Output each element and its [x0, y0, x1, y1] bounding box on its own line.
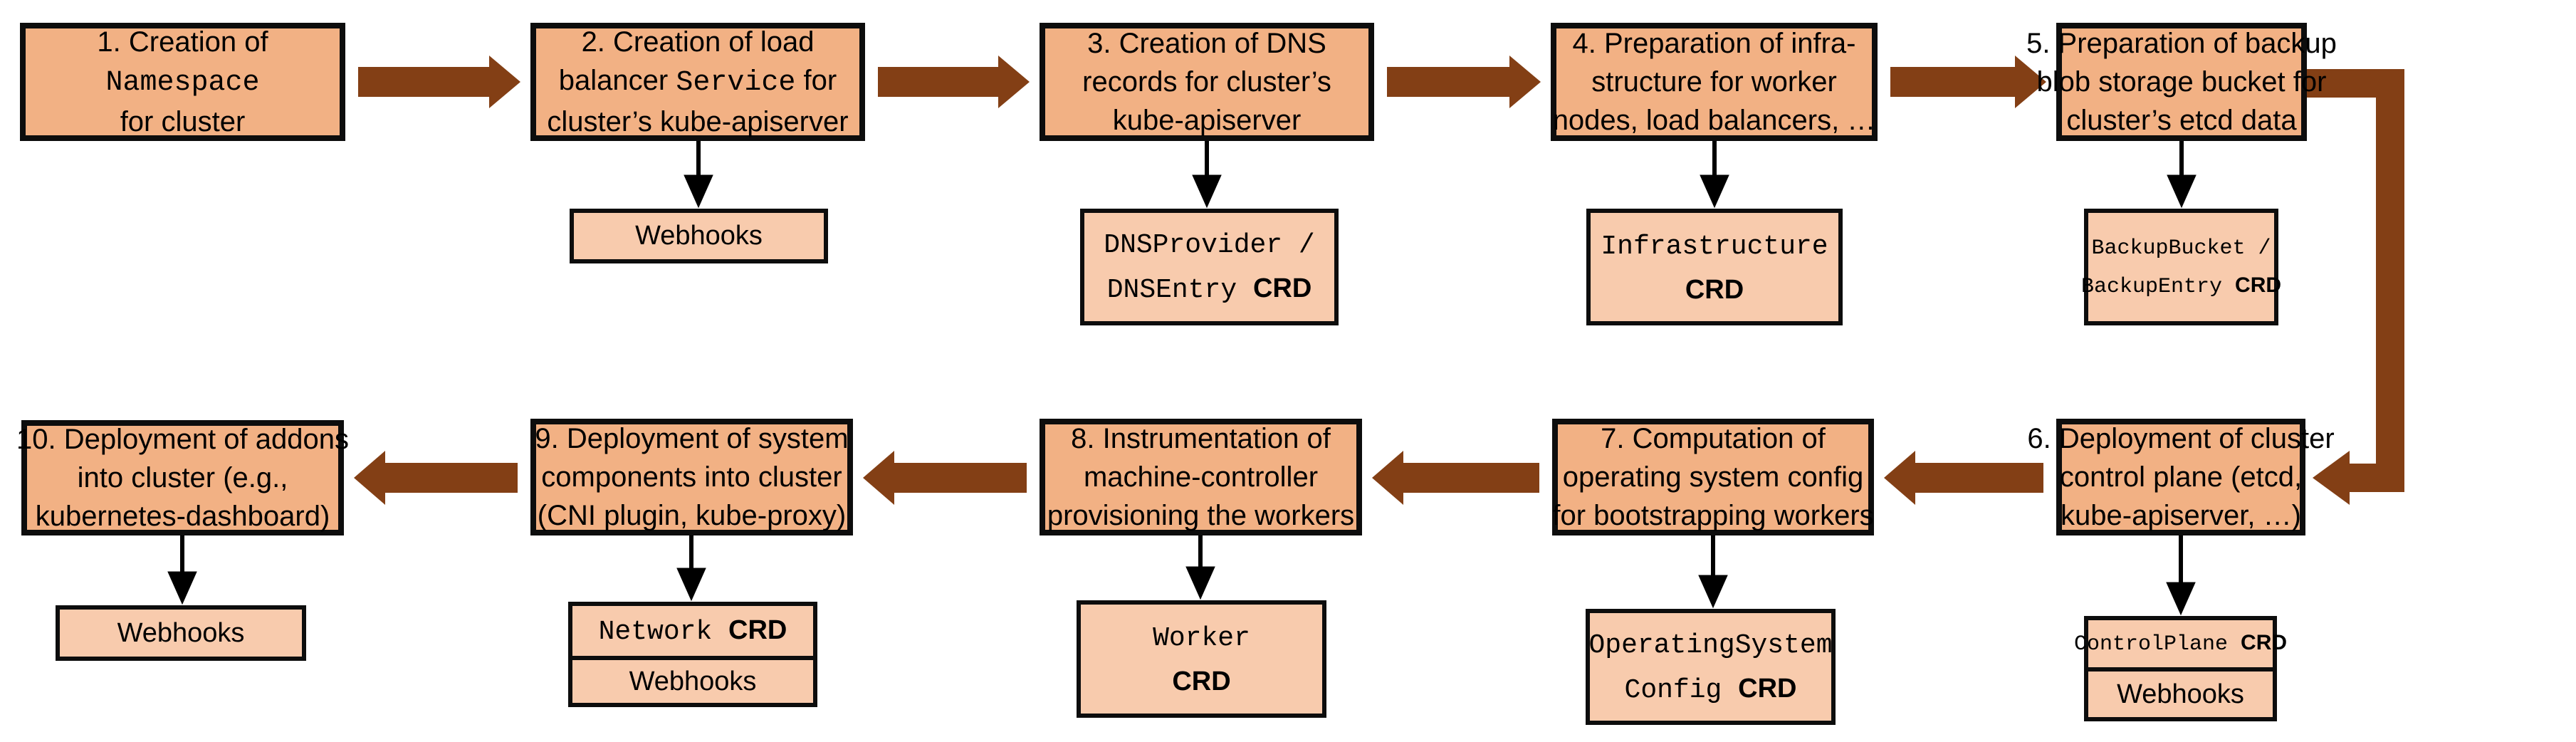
crd-box-step6: ControlPlane CRD [2074, 616, 2287, 672]
text-line: DNSEntry CRD [1106, 273, 1312, 305]
text-line: 5. Preparation of backup [2026, 28, 2337, 59]
crd-box-step3: DNSProvider / DNSEntry CRD [1080, 209, 1339, 325]
text-line: Config CRD [1624, 673, 1797, 706]
text-line: 1. Creation of [97, 26, 268, 58]
text-line: (CNI plugin, kube-proxy) [537, 500, 847, 531]
connector-step3-crd-head [1192, 174, 1222, 209]
connector-step5-crd-head [2167, 174, 2197, 209]
text-line: components into cluster [541, 461, 842, 493]
flow-arrow-step6-to-step7 [1884, 451, 2043, 505]
step-box-7: 7. Computation of operating system config… [1552, 419, 1874, 535]
step-box-3: 3. Creation of DNS records for cluster’s k… [1040, 23, 1374, 141]
text-line: operating system config [1562, 461, 1864, 493]
text-line: 6. Deployment of cluster [2027, 423, 2335, 454]
text-line: Webhooks [635, 221, 763, 251]
flow-arrow-step5-to-step6-elbow [2307, 69, 2404, 492]
text-line: provisioning the workers [1047, 500, 1355, 531]
flow-arrow-step1-to-step2 [358, 56, 520, 108]
flow-arrow-step2-to-step3 [878, 56, 1030, 108]
connector-step7-crd-head [1698, 575, 1728, 609]
text-line: CRD [1172, 667, 1231, 696]
text-line: blob storage bucket for [2036, 66, 2327, 98]
text-line: records for cluster’s [1082, 66, 1331, 98]
text-line: 2. Creation of load [581, 26, 815, 58]
text-line: for cluster [120, 106, 246, 137]
text-line: BackupEntry CRD [2080, 273, 2282, 299]
text-line: DNSProvider / [1104, 230, 1315, 261]
connector-step6-crd-head [2166, 582, 2196, 616]
text-line: Infrastructure [1601, 231, 1828, 262]
step-box-4: 4. Preparation of infra-structure for wo… [1551, 23, 1878, 141]
text-line: kube-apiserver [1112, 105, 1302, 136]
step-box-8: 8. Instrumentation of machine-controller p… [1040, 419, 1362, 535]
crd-box-step5: BackupBucket / BackupEntry CRD [2080, 209, 2282, 325]
step-box-5: 5. Preparation of backup blob storage buc… [2026, 23, 2337, 141]
text-line: into cluster (e.g., [77, 462, 288, 493]
flow-arrow-step4-to-step5 [1890, 56, 2046, 108]
webhooks-box-step10: Webhooks [56, 605, 306, 661]
flow-arrow-step3-to-step4 [1387, 56, 1541, 108]
step-box-2: 2. Creation of load balancer Service for c… [530, 23, 865, 141]
webhooks-box-step9: Webhooks [568, 656, 817, 707]
text-line: machine-controller [1083, 461, 1319, 493]
step-box-6: 6. Deployment of cluster control plane (e… [2027, 419, 2335, 535]
step-box-10: 10. Deployment of addons into cluster (e.… [16, 420, 349, 535]
text-line: 10. Deployment of addons [16, 424, 349, 455]
text-line: Webhooks [117, 617, 245, 648]
text-line: Webhooks [2117, 679, 2244, 709]
step-box-9: 9. Deployment of system components into c… [530, 419, 853, 535]
flow-arrow-step7-to-step8 [1372, 451, 1539, 505]
text-line: cluster’s etcd data [2066, 105, 2297, 136]
connector-step9-crd-head [676, 568, 706, 602]
text-line: for bootstrapping workers [1552, 500, 1874, 531]
text-line: 9. Deployment of system [535, 423, 849, 454]
text-line: 8. Instrumentation of [1071, 423, 1331, 454]
crd-box-step9: Network CRD [568, 602, 817, 660]
text-line: Worker [1153, 623, 1250, 654]
text-line: 3. Creation of DNS [1087, 28, 1326, 59]
step-box-1: 1. Creation of Namespace for cluster [20, 23, 345, 141]
text-line: 7. Computation of [1601, 423, 1826, 454]
connector-step4-crd-head [1700, 174, 1729, 209]
text-line: ControlPlane CRD [2073, 631, 2288, 657]
text-line: kubernetes-dashboard) [35, 501, 330, 532]
text-line: cluster’s kube-apiserver [547, 106, 849, 137]
text-line: Network CRD [598, 615, 787, 647]
webhooks-box-step6: Webhooks [2084, 667, 2277, 721]
text-line: nodes, load balancers, … [1552, 105, 1876, 136]
text-line: kube-apiserver, …) [2061, 500, 2301, 531]
text-line: balancer Service for [558, 65, 837, 99]
connector-step2-webhooks-head [684, 174, 713, 209]
text-line: structure for worker [1591, 66, 1837, 98]
text-line: control plane (etcd, [2059, 461, 2303, 493]
text-line: OperatingSystem [1588, 629, 1833, 661]
flow-arrow-step8-to-step9 [863, 451, 1027, 505]
connector-step8-crd-head [1185, 566, 1215, 600]
text-line: Webhooks [629, 666, 757, 696]
connector-step10-webhooks-head [167, 571, 197, 605]
text-line: BackupBucket / [2091, 236, 2271, 261]
text-line: Namespace [105, 67, 260, 99]
text-line: 4. Preparation of infra- [1572, 28, 1856, 59]
flow-arrow-step5-to-step6-head [2313, 451, 2350, 505]
webhooks-box-step2: Webhooks [570, 209, 828, 263]
flow-arrow-step9-to-step10 [354, 451, 518, 505]
text-line: CRD [1685, 274, 1744, 305]
